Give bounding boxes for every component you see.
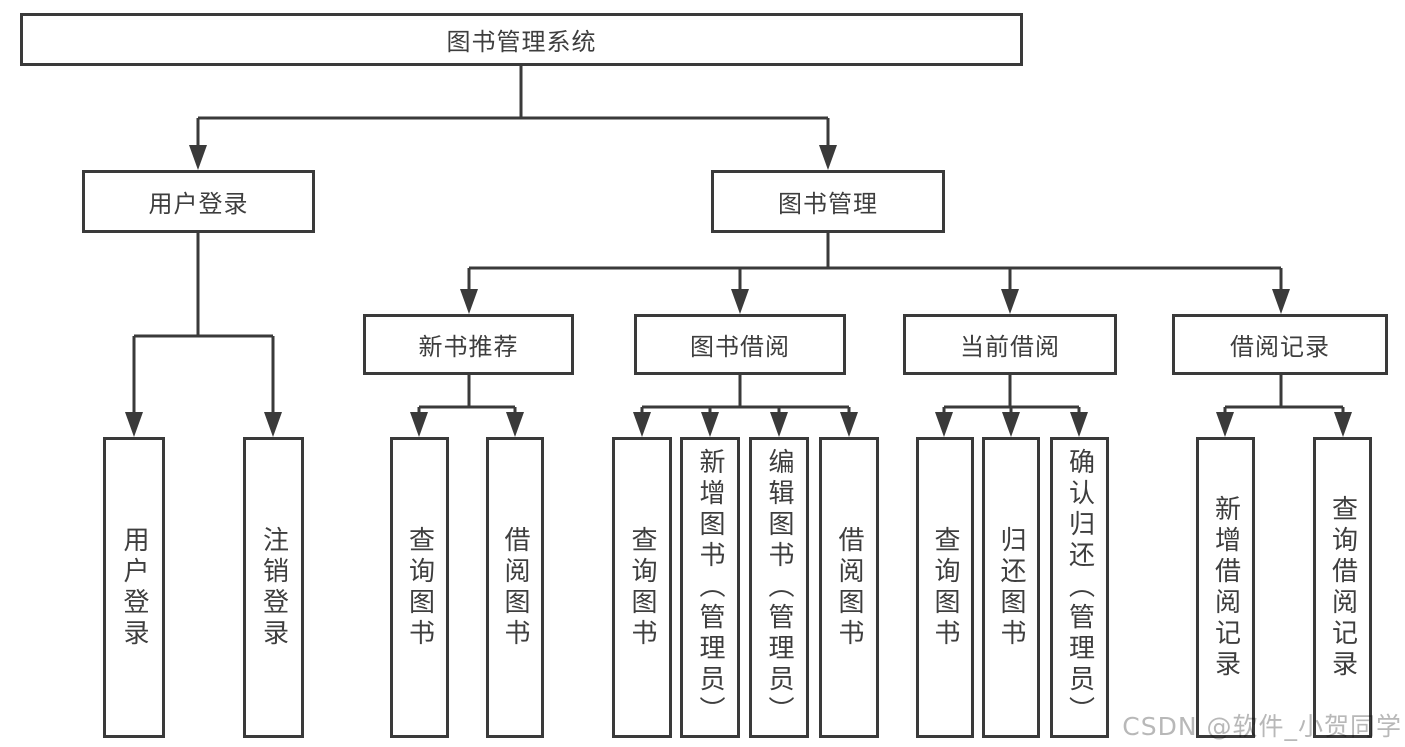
node-borrow-records: 借阅记录 <box>1172 314 1388 375</box>
arrowhead <box>1070 412 1088 437</box>
node-user-login-label: 用户登录 <box>148 190 249 218</box>
node-leaf-add-borrow-record: 新增借阅记录 <box>1196 437 1255 738</box>
node-leaf-user-login: 用户登录 <box>103 437 165 738</box>
node-leaf-label: 注销登录 <box>258 525 289 650</box>
node-leaf-label: 借阅图书 <box>834 525 864 650</box>
node-leaf-query-book-2: 查询图书 <box>612 437 672 738</box>
node-leaf-label: 借阅图书 <box>500 525 530 650</box>
node-leaf-return-book: 归还图书 <box>982 437 1040 738</box>
node-leaf-borrow-book-2: 借阅图书 <box>819 437 879 738</box>
arrowhead <box>1334 412 1352 437</box>
arrowhead <box>410 412 428 437</box>
arrowhead <box>264 412 282 437</box>
node-leaf-label: 查询图书 <box>627 525 657 650</box>
connector-root-to-level2 <box>196 66 830 152</box>
arrowhead <box>1001 289 1019 314</box>
node-leaf-add-book-admin: 新增图书（管理员） <box>680 437 740 738</box>
connector-records-to-leaves <box>1223 375 1345 419</box>
arrowhead <box>1272 289 1290 314</box>
arrowhead <box>819 145 837 170</box>
arrowhead <box>731 289 749 314</box>
node-new-book-recommend-label: 新书推荐 <box>418 333 519 361</box>
node-leaf-borrow-book-1: 借阅图书 <box>486 437 544 738</box>
node-user-login: 用户登录 <box>82 170 315 233</box>
node-leaf-query-borrow-record: 查询借阅记录 <box>1313 437 1372 738</box>
arrowhead <box>701 412 719 437</box>
arrowhead <box>506 412 524 437</box>
arrowhead <box>460 289 478 314</box>
connector-newbook-to-leaves <box>417 375 517 419</box>
node-leaf-label: 查询图书 <box>930 525 960 650</box>
node-leaf-label: 编辑图书（管理员） <box>764 448 794 727</box>
node-leaf-label: 新增借阅记录 <box>1210 494 1241 681</box>
arrowhead <box>1216 412 1234 437</box>
node-leaf-confirm-return-admin: 确认归还（管理员） <box>1050 437 1109 738</box>
arrowhead <box>935 412 953 437</box>
node-leaf-label: 确认归还（管理员） <box>1064 448 1095 727</box>
node-leaf-logout: 注销登录 <box>243 437 304 738</box>
node-current-borrow-label: 当前借阅 <box>960 333 1060 361</box>
arrowhead <box>1002 412 1020 437</box>
arrowhead <box>125 412 143 437</box>
node-new-book-recommend: 新书推荐 <box>363 314 574 375</box>
node-book-borrow-label: 图书借阅 <box>690 333 790 361</box>
node-leaf-query-book-3: 查询图书 <box>916 437 974 738</box>
arrowhead <box>189 145 207 170</box>
node-leaf-label: 用户登录 <box>119 525 149 650</box>
node-book-management: 图书管理 <box>711 170 945 233</box>
node-leaf-edit-book-admin: 编辑图书（管理员） <box>749 437 809 738</box>
node-borrow-records-label: 借阅记录 <box>1230 333 1330 361</box>
node-leaf-label: 查询图书 <box>404 525 435 650</box>
node-leaf-label: 新增图书（管理员） <box>695 448 725 727</box>
node-leaf-label: 查询借阅记录 <box>1327 494 1358 681</box>
node-book-management-label: 图书管理 <box>778 190 878 218</box>
node-root: 图书管理系统 <box>20 13 1023 66</box>
connector-login-to-leaves <box>132 232 275 419</box>
node-current-borrow: 当前借阅 <box>903 314 1117 375</box>
connector-mgmt-to-level3 <box>467 232 1283 296</box>
arrowhead <box>840 412 858 437</box>
node-leaf-query-book-1: 查询图书 <box>390 437 449 738</box>
arrowhead <box>770 412 788 437</box>
connector-borrow-to-leaves <box>640 375 851 419</box>
node-root-label: 图书管理系统 <box>446 28 597 56</box>
node-book-borrow: 图书借阅 <box>634 314 846 375</box>
node-leaf-label: 归还图书 <box>996 525 1026 650</box>
arrowhead <box>633 412 651 437</box>
